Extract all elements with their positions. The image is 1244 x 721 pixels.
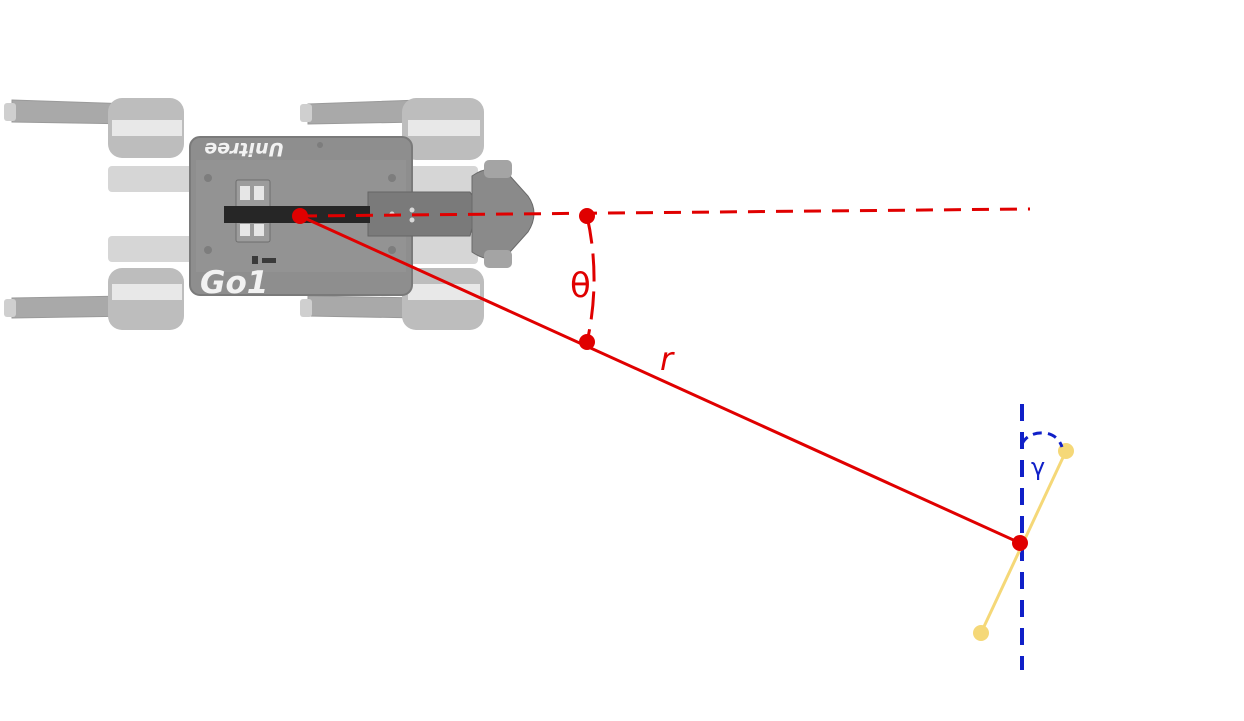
robot-heading-dashed-line [299,207,1031,218]
robot-leg-rear-right [4,236,194,330]
robot-leg-front-right [300,234,484,330]
robot-leg-front-left [300,98,484,196]
r-label: r [660,340,675,378]
robot-brand-text: Unitree [204,138,284,160]
radial-arc-point [579,334,595,350]
target-endpoint-lower [973,625,989,641]
theta-angle-arc [585,215,596,343]
gamma-label: γ [1031,453,1045,481]
quadruped-robot: Unitree Go1 [4,98,535,330]
heading-arc-point [579,208,595,224]
target-center-point [1012,535,1028,551]
robot-leg-rear-left [4,98,194,192]
radial-distance-line [299,214,1021,545]
gamma-angle-arc [1020,431,1064,448]
robot-model-text: Go1 [200,265,268,301]
theta-label: θ [570,266,591,306]
robot-origin-point [292,208,308,224]
